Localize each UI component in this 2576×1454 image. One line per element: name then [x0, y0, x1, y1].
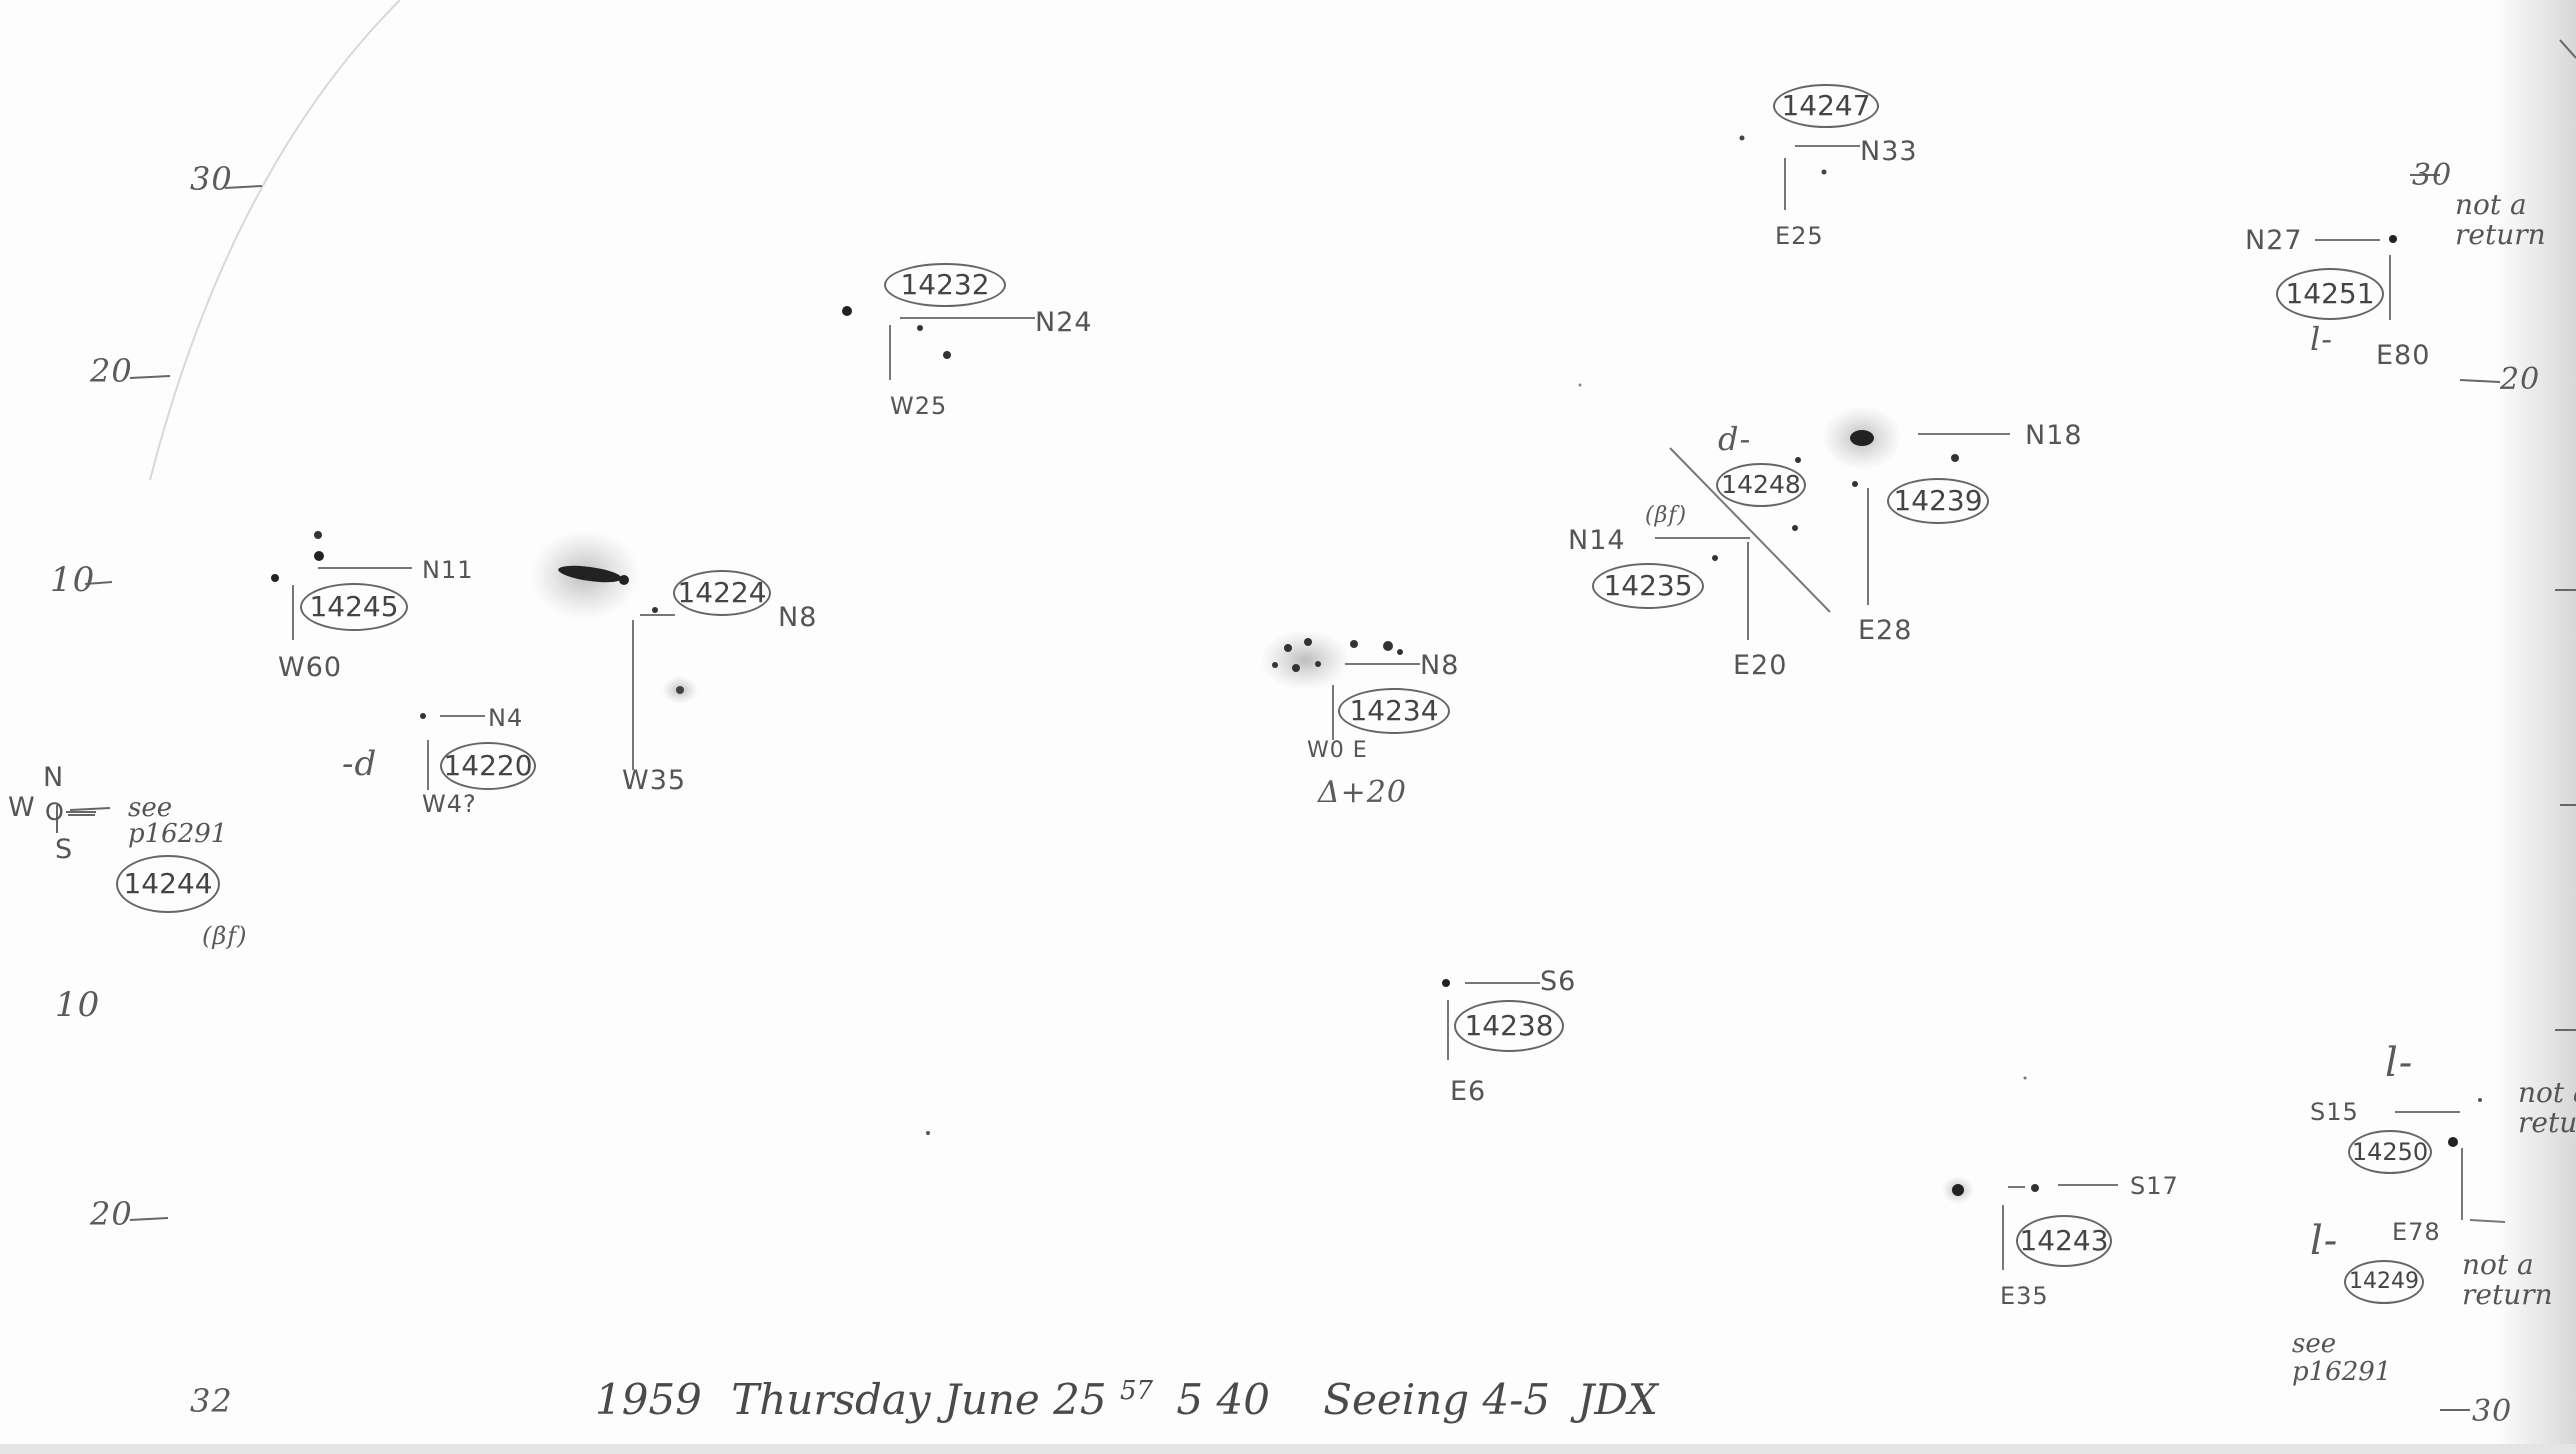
footer-time: 5 40 [1176, 1375, 1270, 1424]
footer-year: 1959 [595, 1375, 702, 1424]
scale-label: 20 [90, 1195, 133, 1233]
offset-east: E25 [1775, 222, 1824, 250]
see-reference: see p16291 [2292, 1329, 2392, 1387]
tag-beta-f: (βf) [1645, 503, 1688, 528]
compass-south: S [55, 834, 74, 865]
plate-id-14224: 14224 [673, 570, 771, 616]
scale-label: 10 [55, 985, 101, 1025]
plate-id-14235: 14235 [1592, 563, 1704, 609]
offset-south: S15 [2310, 1098, 2359, 1126]
plate-id-14232: 14232 [884, 263, 1006, 307]
offset-north: N18 [2025, 420, 2083, 451]
mark-l: l- [2310, 320, 2334, 358]
scale-label: 30 [2412, 158, 2453, 193]
offset-south: S17 [2130, 1172, 2179, 1200]
offset-north: N14 [1568, 525, 1626, 556]
offset-east: E6 [1450, 1076, 1487, 1107]
compass-origin: O [45, 798, 65, 826]
delta-offset: Δ+20 [1318, 775, 1407, 810]
mark-d: -d [342, 744, 378, 784]
offset-north: N24 [1035, 307, 1093, 338]
footer-initials: JDX [1577, 1375, 1658, 1424]
plate-id-14243: 14243 [2016, 1215, 2112, 1267]
offset-east: E78 [2392, 1218, 2441, 1246]
offset-west: W60 [278, 652, 343, 683]
offset-west: W25 [890, 392, 948, 420]
see-reference: see p16291 [128, 793, 228, 849]
offset-west: W35 [622, 765, 687, 796]
plate-id-14239: 14239 [1887, 478, 1989, 524]
scale-label: 32 [190, 1382, 233, 1420]
scale-label: 10 [50, 560, 96, 600]
note-not-a-return: not a return [2518, 1076, 2576, 1139]
plate-id-14250: 14250 [2348, 1130, 2432, 1174]
offset-west: W0 E [1307, 738, 1368, 763]
plate-id-14244: 14244 [116, 855, 220, 913]
offset-east: E28 [1858, 615, 1913, 646]
page-edge [0, 1444, 2576, 1454]
footer-seeing: Seeing 4-5 [1323, 1375, 1551, 1424]
offset-north: N33 [1860, 136, 1918, 167]
offset-north: N4 [488, 704, 524, 732]
mark-d: d- [1718, 420, 1752, 458]
page-shadow [2496, 0, 2576, 1454]
offset-west: W4? [422, 790, 477, 818]
scale-label: 20 [2500, 362, 2541, 397]
note-not-a-return: not a return [2462, 1248, 2553, 1311]
field-arc [149, 0, 401, 481]
offset-north: N8 [778, 602, 818, 633]
footer-time-superscript: 57 [1119, 1376, 1154, 1406]
compass-west: W [8, 792, 36, 823]
compass-north: N [43, 762, 65, 793]
offset-north: N8 [1420, 650, 1460, 681]
offset-east: E35 [2000, 1282, 2049, 1310]
plate-id-14247: 14247 [1773, 84, 1879, 128]
mark-l: l- [2385, 1040, 2414, 1086]
plate-id-14251: 14251 [2276, 268, 2384, 320]
offset-east: E80 [2376, 340, 2431, 371]
plate-id-14248: 14248 [1716, 463, 1806, 507]
scale-label: 30 [190, 160, 233, 198]
plate-id-14220: 14220 [440, 742, 536, 790]
offset-north: N11 [422, 556, 474, 584]
offset-north: N27 [2245, 225, 2303, 256]
plate-id-14245: 14245 [300, 583, 408, 631]
plate-id-14234: 14234 [1338, 688, 1450, 734]
tag-beta-f: (βf) [202, 922, 248, 950]
observation-footer: 1959 Thursday June 25 57 5 40 Seeing 4-5… [595, 1375, 1658, 1424]
scale-label: 20 [90, 352, 133, 390]
plate-id-14249: 14249 [2344, 1260, 2424, 1304]
plate-id-14238: 14238 [1454, 1000, 1564, 1052]
offset-east: E20 [1733, 650, 1788, 681]
footer-day: Thursday June 25 [731, 1375, 1107, 1424]
mark-l: l- [2310, 1218, 2339, 1264]
scale-label: 30 [2472, 1394, 2513, 1429]
note-not-a-return: not a return [2455, 188, 2546, 251]
offset-south: S6 [1540, 966, 1577, 997]
